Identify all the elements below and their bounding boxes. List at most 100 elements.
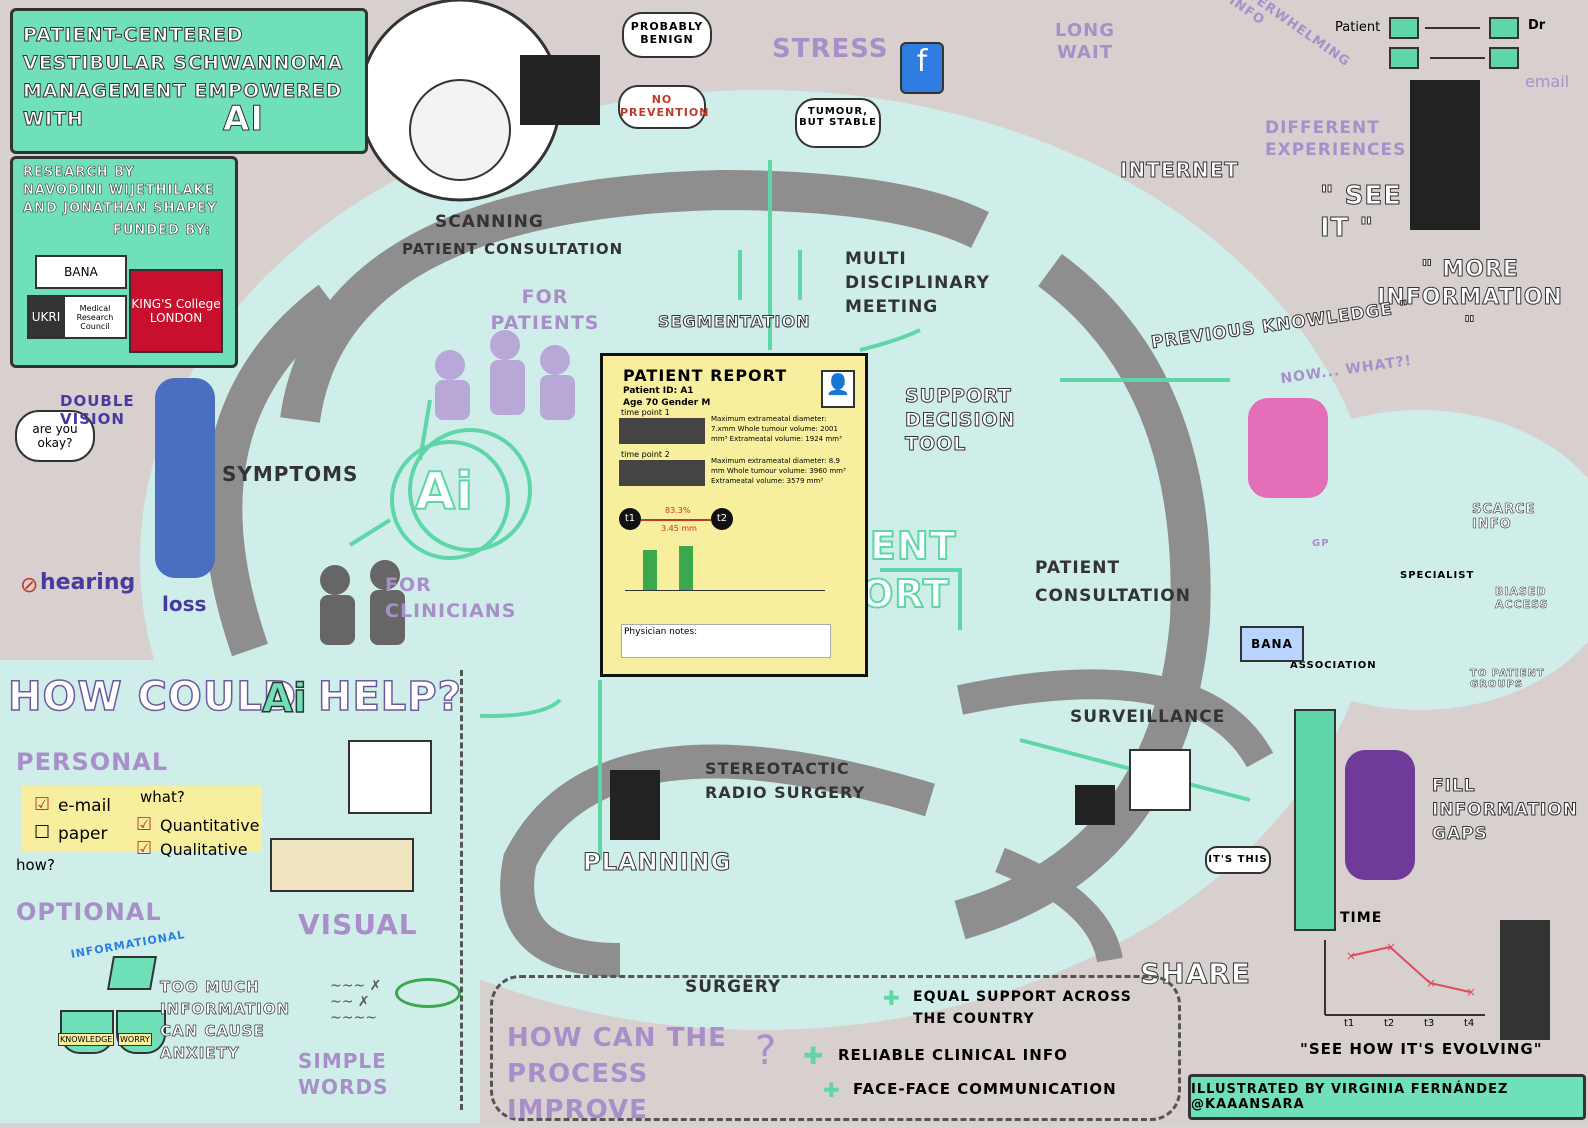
bana-logo: BANA [35,255,127,289]
report-t2-badge: t2 [711,508,733,530]
mri-image [520,55,600,125]
chart-tick: t4 [1464,1018,1475,1029]
worry-glass [116,1010,166,1054]
title-text: PATIENT-CENTERED VESTIBULAR SCHWANNOMA M… [23,24,344,131]
email-dr-label: Dr [1528,18,1546,33]
email-checkbox[interactable]: ☑ [34,794,51,815]
stage-patient-consultation-top: PATIENT CONSULTATION [402,240,624,258]
title-box: PATIENT-CENTERED VESTIBULAR SCHWANNOMA M… [10,8,368,154]
long-wait-label: LONG WAIT [1055,20,1115,63]
email-option: e-mail [58,796,112,816]
what-label: what? [140,788,185,806]
kings-logo: KING'S College LONDON [129,269,223,353]
scarce-info-label: SCARCE INFO [1472,502,1536,533]
timeline-bar [1294,709,1336,931]
process-arrow-top [280,169,989,424]
qual-checkbox[interactable]: ☑ [136,838,153,859]
stage-planning: PLANNING [582,848,732,877]
for-clinicians-label: FOR CLINICIANS [385,574,517,622]
ukri-logo: UKRI [27,295,65,339]
clinician-figures [320,560,405,645]
for-patients-label: FOR PATIENTS [490,286,600,334]
too-much-info-label: TOO MUCH INFORMATION CAN CAUSE ANXIETY [160,978,291,1063]
see-evolving-quote: "SEE HOW IT'S EVOLVING" [1300,1040,1543,1058]
report-tp2-text: Maximum extrameatal diameter: 8.9 mm Who… [711,457,846,485]
improve-item-1: EQUAL SUPPORT ACROSS THE COUNTRY [913,989,1132,1027]
stress-label: STRESS [772,34,889,64]
funnel-icon [107,956,157,990]
stage-surgery: SURGERY [685,977,782,997]
stereotactic-image [610,770,660,840]
research-box: RESEARCH BY NAVODINI WIJETHILAKE and JON… [10,156,238,368]
optional-heading: OPTIONAL [16,898,162,926]
patient-group-figures [435,330,575,420]
its-this-bubble: IT'S THIS [1205,846,1271,874]
avatar-icon: 👤 [821,370,855,408]
patient-report-card: PATIENT REPORT 👤 Patient ID: A1 Age 70 G… [600,353,868,677]
improve-item-3: FACE-FACE COMMUNICATION [853,1080,1117,1098]
internet-label: INTERNET [1120,158,1239,183]
different-experiences-label: DIFFERENT EXPERIENCES [1265,118,1407,160]
chart-tick: t2 [1384,1018,1395,1029]
report-t1-badge: t1 [619,508,641,530]
paper-pile [270,838,414,892]
report-bar-1 [643,550,657,590]
plus-icon-1: ✚ [883,986,901,1010]
patient-groups-label: TO PATIENT GROUPS [1470,668,1545,691]
chart-point: × [1346,949,1356,963]
surveillance-scanner [1129,749,1191,811]
chart-point: × [1426,976,1436,990]
help-heading-ai: Ai [261,675,307,723]
speech-bubble-okay: are you okay? [15,410,95,462]
knowledge-glass [60,1010,114,1054]
personal-options-bg [22,786,262,852]
physician-notes: Physician notes: [621,624,831,658]
process-arrow-share [995,847,1123,963]
network-specialist: SPECIALIST [1400,570,1475,581]
visual-board [348,740,432,814]
report-tp2-label: time point 2 [621,450,670,459]
report-tp1-image [619,418,705,444]
research-by: RESEARCH BY [23,165,135,181]
plus-icon-3: ✚ [823,1078,841,1102]
biased-access-label: BIASED ACCESS [1495,585,1549,612]
quant-checkbox[interactable]: ☑ [136,814,153,835]
report-age-gender: Age 70 Gender M [623,398,711,408]
plus-icon-2: ✚ [803,1042,825,1070]
stage-scanning: SCANNING [435,212,544,232]
fill-gaps-figure [1345,750,1415,880]
improve-box: HOW CAN THE PROCESS IMPROVE ? ✚ EQUAL SU… [490,975,1181,1125]
report-mm: 3.45 mm [661,524,697,533]
social-media-icon: f [900,42,944,94]
loss-label: loss [162,592,207,616]
paper-checkbox[interactable]: ☐ [34,822,51,843]
surveillance-image [1075,785,1115,825]
help-heading-b: HELP? [317,673,462,721]
quote-more-info: " MORE INFORMATION " [1377,257,1563,339]
patient-figure [155,378,215,578]
report-title: PATIENT REPORT [623,366,788,385]
email-diagram [1389,17,1519,69]
qual-option: Qualitative [160,840,248,859]
bubble-no-prevention: NO PREVENTION [618,85,708,129]
good-word-circle [395,978,461,1008]
stage-mdm: MULTI DISCIPLINARY MEETING [845,249,990,317]
process-arrow-surveillance [956,669,1274,768]
author-2: and JONATHAN SHAPEY [23,201,218,217]
worry-tag: WORRY [118,1033,152,1046]
visual-label: VISUAL [298,908,418,941]
process-arrow-bottom [500,744,935,977]
bubble-probably-benign: PROBABLY BENIGN [622,12,712,58]
chart-point: × [1466,985,1476,999]
author-1: NAVODINI WIJETHILAKE [23,183,215,199]
stage-patient-consultation-right: PATIENT CONSULTATION [1035,558,1191,606]
stage-support-tool: SUPPORT DECISION TOOL [905,385,1016,456]
title-ai: Ai [223,99,264,140]
mrc-logo: Medical Research Council [63,295,127,339]
scribble-words: ~~~ ✗~~ ✗~~~~ [330,978,382,1026]
improve-item-2: RELIABLE CLINICAL INFO [838,1046,1068,1064]
report-tp1-label: time point 1 [621,408,670,417]
email-patient-label: Patient [1335,20,1381,35]
ai-help-panel: HOW COULD Ai HELP? PERSONAL ☑ e-mail ☐ p… [0,660,480,1123]
process-arrow-left [204,284,342,657]
